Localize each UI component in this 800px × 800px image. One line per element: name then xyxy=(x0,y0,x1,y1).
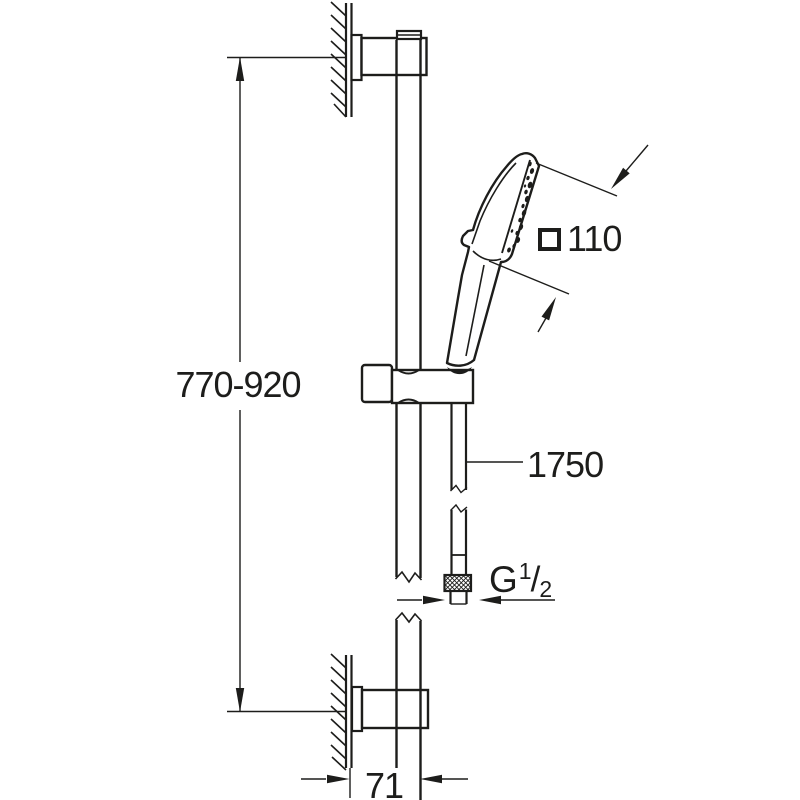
head-arrow-upper xyxy=(611,167,630,189)
shower-rail xyxy=(394,40,423,800)
head-contour-line xyxy=(471,162,517,245)
arrow-down xyxy=(235,688,245,712)
dimension-thread-size: G1/2 xyxy=(489,558,552,602)
holder-body xyxy=(390,368,475,405)
rail-break-lower xyxy=(394,611,423,624)
dimension-annotations xyxy=(227,56,649,784)
dimension-head-size: 110 xyxy=(538,218,622,259)
wall-hatching-top xyxy=(330,1,347,118)
thread-slash: / xyxy=(530,560,541,599)
spray-face-inner-line xyxy=(501,159,531,254)
shower-hose xyxy=(443,404,473,605)
dimension-wall-distance: 71 xyxy=(352,768,416,800)
wall-bracket-bottom xyxy=(350,685,430,733)
thread-denominator: 2 xyxy=(539,576,552,602)
arrow-up xyxy=(235,57,245,81)
thread-numerator: 1 xyxy=(518,558,532,584)
slider-holder xyxy=(360,363,475,405)
spray-nozzles xyxy=(507,161,535,253)
dimension-height-range: 770-920 xyxy=(156,367,320,403)
thread-arrow-left xyxy=(423,595,445,605)
hose-break-lower xyxy=(450,503,468,514)
handle-contour-line xyxy=(465,264,485,357)
thread-arrow-right xyxy=(479,595,501,605)
offset-arrow-left xyxy=(327,774,350,784)
handle-socket-shadow xyxy=(447,367,472,375)
wall-hatching-bottom xyxy=(330,653,347,771)
thread-prefix: G xyxy=(489,559,518,600)
wall-bottom xyxy=(330,653,353,798)
hose-break-upper xyxy=(450,484,468,494)
head-arrow-line-lower xyxy=(537,317,547,333)
wall-top xyxy=(330,1,353,118)
square-dimension-icon xyxy=(538,227,561,251)
head-extension-line-upper xyxy=(535,162,618,197)
holder-knob xyxy=(360,363,394,404)
head-arrow-lower xyxy=(541,297,556,321)
head-arrow-line-upper xyxy=(625,144,649,172)
wall-bracket-top xyxy=(350,33,428,82)
hand-shower xyxy=(445,152,541,375)
dimension-hose-length: 1750 xyxy=(527,444,604,485)
neck-line xyxy=(472,250,502,262)
offset-arrow-right xyxy=(420,774,442,784)
rail-break-upper xyxy=(394,570,423,584)
bracket-top-cap xyxy=(395,29,423,41)
hose-knurled-nut xyxy=(443,573,473,593)
dimension-head-size-value: 110 xyxy=(567,218,622,259)
head-extension-line-lower xyxy=(488,260,570,295)
